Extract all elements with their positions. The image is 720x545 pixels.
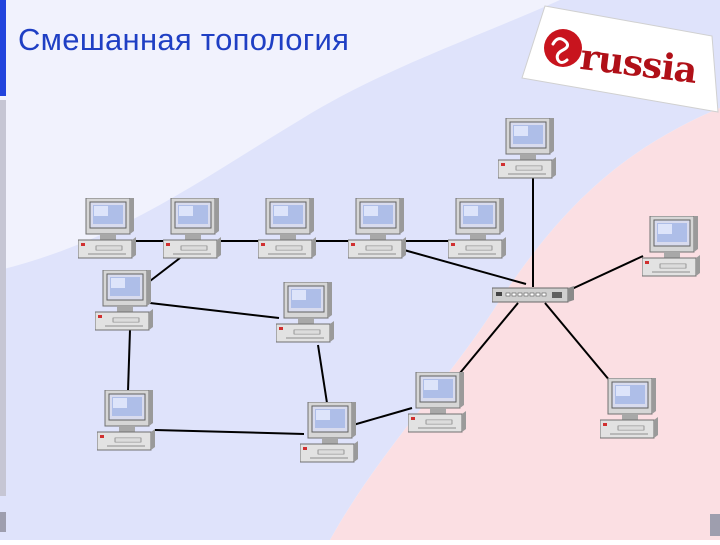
network-link xyxy=(403,249,527,285)
workstation-icon xyxy=(600,378,658,439)
workstation-icon xyxy=(78,198,136,259)
network-link xyxy=(154,429,305,435)
left-foot-marker xyxy=(0,512,6,532)
page-title: Смешанная топология xyxy=(18,22,350,57)
workstation-icon xyxy=(348,198,406,259)
network-link xyxy=(459,302,519,374)
network-links xyxy=(127,176,644,435)
workstation-icon xyxy=(97,390,155,451)
network-link xyxy=(544,302,611,382)
network-link xyxy=(352,407,413,426)
russia-logo xyxy=(521,5,719,113)
background-white-swoosh xyxy=(0,0,560,270)
workstation-icon xyxy=(258,198,316,259)
corner-marker xyxy=(710,514,720,536)
workstation-icon xyxy=(276,282,334,343)
workstation-icon xyxy=(300,402,358,463)
workstation-icon xyxy=(448,198,506,259)
network-link xyxy=(317,344,328,404)
logo-emblem-icon xyxy=(544,29,582,67)
workstation-icon xyxy=(163,198,221,259)
workstation-icon xyxy=(408,372,466,433)
logo-emblem-mark-icon xyxy=(551,37,570,64)
workstation-icon xyxy=(95,270,153,331)
network-link xyxy=(127,329,131,392)
left-side-bar xyxy=(0,100,6,496)
network-link xyxy=(149,257,181,282)
workstation-icon xyxy=(642,216,700,277)
left-accent-bar xyxy=(0,0,6,96)
hub-switch-icon xyxy=(492,286,574,303)
workstation-icon xyxy=(498,118,556,179)
network-link xyxy=(149,302,280,319)
